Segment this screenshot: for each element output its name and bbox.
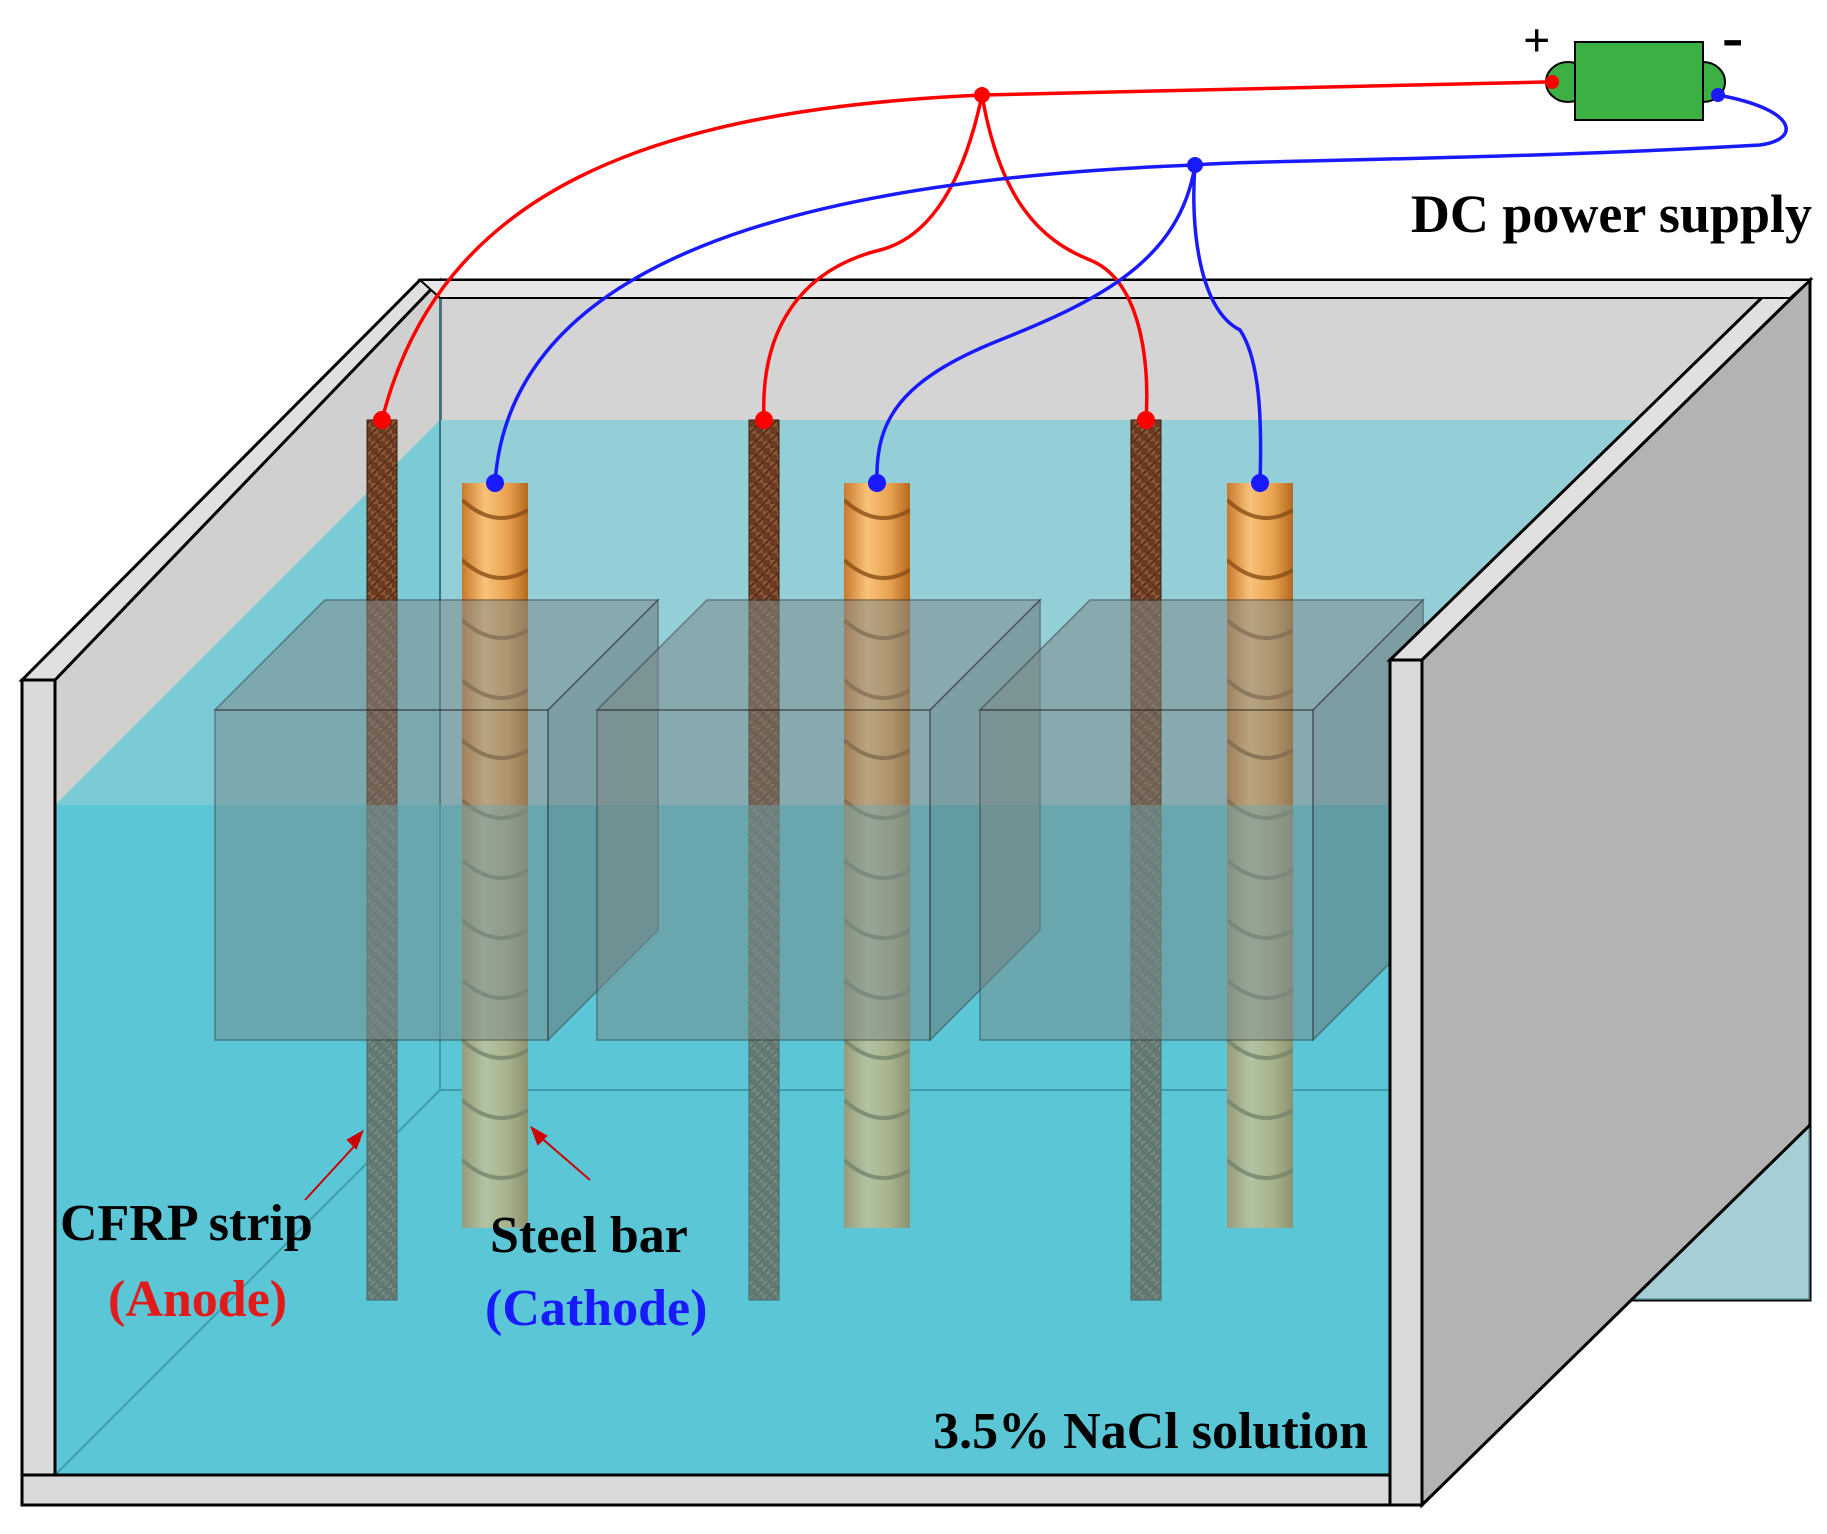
specimen-block-2 [595, 598, 1042, 1042]
power-supply-label: DC power supply [1411, 184, 1812, 244]
minus-terminal-label: - [1722, 1, 1743, 72]
cathode-label: (Cathode) [485, 1280, 707, 1337]
battery-icon [1545, 41, 1726, 121]
cathode-wires [493, 93, 1788, 484]
specimen-block-3 [978, 598, 1425, 1042]
anode-label: (Anode) [108, 1271, 287, 1328]
solution-label: 3.5% NaCl solution [933, 1403, 1368, 1460]
tank-front [18, 276, 1814, 1509]
anode-wires [380, 80, 1546, 421]
cfrp-strip-label: CFRP strip [60, 1195, 313, 1252]
steel-bar-label: Steel bar [490, 1207, 688, 1264]
specimen-block-1 [213, 598, 660, 1042]
plus-terminal-label: + [1523, 14, 1550, 67]
wire-junctions [373, 87, 1269, 492]
annotation-arrows [304, 1125, 591, 1201]
